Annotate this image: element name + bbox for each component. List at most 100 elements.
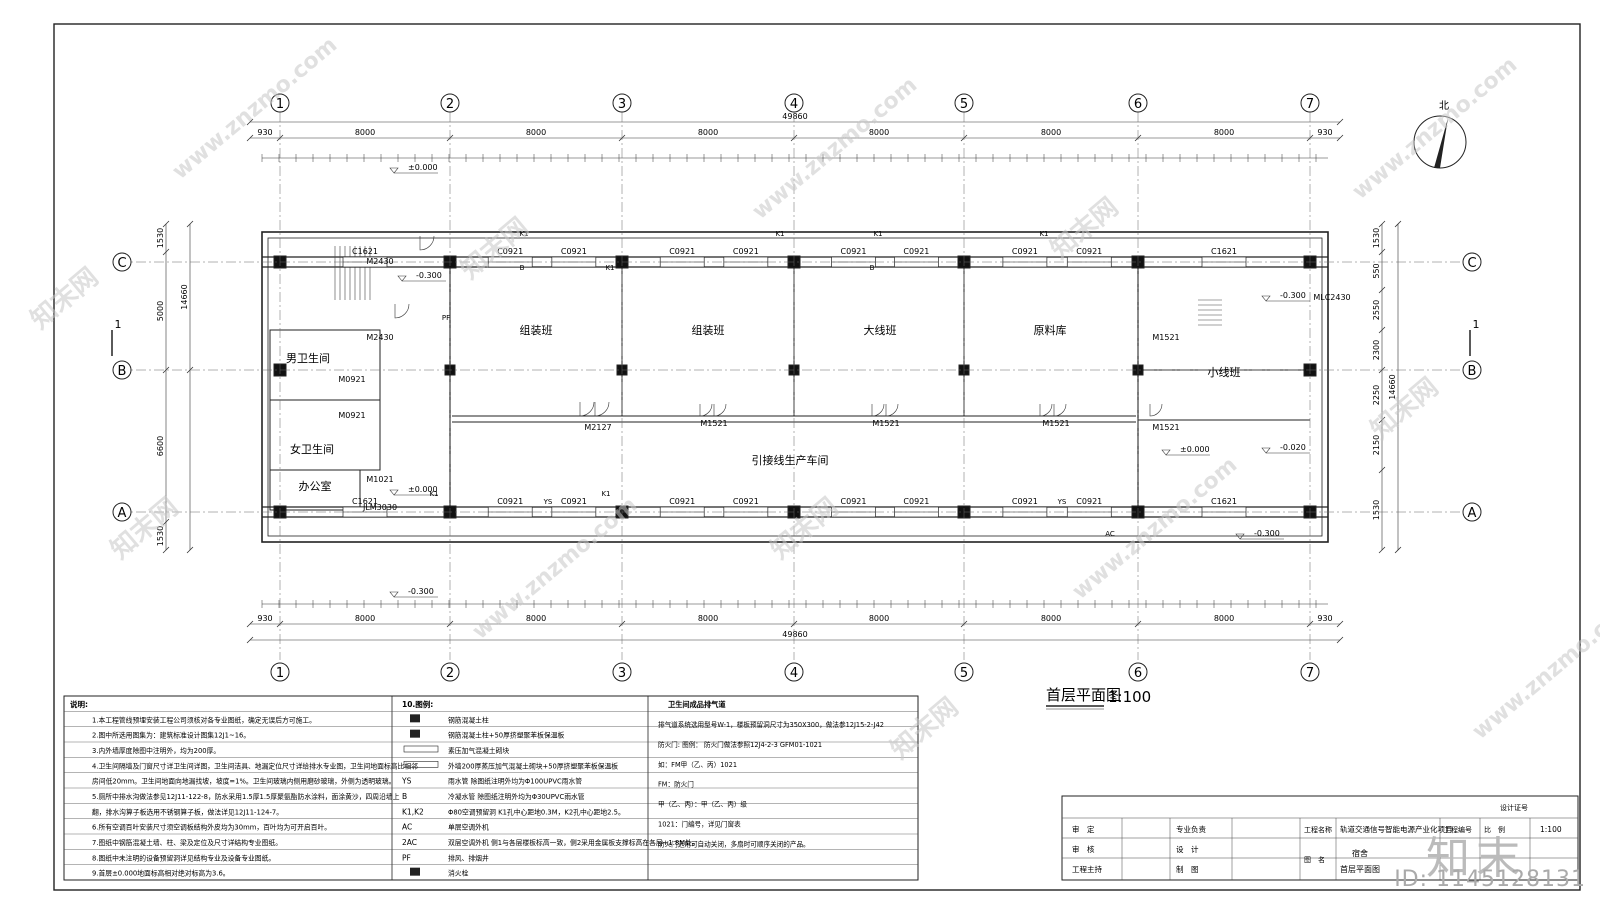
dim-text: 8000 bbox=[1214, 614, 1234, 623]
dim-text: 49860 bbox=[782, 630, 807, 639]
axis-letter: B bbox=[1468, 364, 1477, 379]
watermark-text: 知末网 bbox=[1365, 372, 1444, 445]
vent-item: FM：防火门 bbox=[658, 780, 694, 789]
legend-symbol: PF bbox=[402, 853, 411, 862]
equipment-tag: AC bbox=[1105, 530, 1115, 538]
axis-bubble bbox=[1300, 662, 1320, 682]
watermark-text: www.znzmo.com bbox=[1348, 53, 1522, 205]
level-mark bbox=[1261, 447, 1310, 454]
inner-wall-line bbox=[267, 237, 1323, 537]
axis-bubble bbox=[784, 662, 804, 682]
door-label: M2430 bbox=[366, 333, 393, 342]
axis-number: 2 bbox=[446, 666, 454, 681]
room-label: 组装班 bbox=[520, 323, 553, 337]
door-swing bbox=[594, 401, 610, 417]
door-swing bbox=[871, 403, 885, 417]
dim-text: 8000 bbox=[1041, 614, 1061, 623]
room-label: 办公室 bbox=[299, 479, 332, 493]
window-label: C0921 bbox=[841, 497, 867, 506]
legend-swatch bbox=[403, 761, 439, 768]
window-label: C0921 bbox=[1012, 497, 1038, 506]
dim-text: 2300 bbox=[1372, 340, 1381, 360]
door-swing bbox=[1039, 403, 1053, 417]
dim-text: 2250 bbox=[1372, 385, 1381, 405]
legend-text: 素压加气混凝土砌块 bbox=[448, 746, 509, 755]
watermark-text: 知末网 bbox=[765, 492, 844, 565]
dim-tick bbox=[246, 134, 254, 142]
dim-tick bbox=[162, 546, 170, 554]
room-label: 大线班 bbox=[864, 323, 897, 337]
axis-bubble bbox=[440, 662, 460, 682]
level-value: ±0.000 bbox=[408, 485, 438, 494]
legend-text: 双层空调外机 侧1与各层楼板标高一致，侧2采用金属板支撑标高在各层+1.8M处。 bbox=[448, 838, 699, 847]
window-label: C1621 bbox=[352, 497, 378, 506]
window-label: C0921 bbox=[561, 247, 587, 256]
equipment-tag: K1 bbox=[429, 490, 438, 498]
axis-number: 5 bbox=[960, 97, 968, 112]
window-label: C1621 bbox=[1211, 247, 1237, 256]
legend-text: 雨水管 除图纸注明外均为Φ100UPVC雨水管 bbox=[448, 777, 582, 786]
axis-bubble bbox=[1128, 662, 1148, 682]
watermark-id: ID: 1145128131 bbox=[1394, 867, 1586, 892]
legend-text: 单层空调外机 bbox=[448, 823, 489, 832]
axis-number: 7 bbox=[1306, 97, 1314, 112]
dim-tick bbox=[246, 620, 254, 628]
dim-text: 49860 bbox=[782, 112, 807, 121]
dim-text: 8000 bbox=[698, 614, 718, 623]
room-label: 女卫生间 bbox=[290, 442, 334, 456]
vent-item: 甲（乙、丙）：甲（乙、丙）级 bbox=[658, 800, 747, 809]
dim-tick bbox=[1336, 620, 1344, 628]
level-mark bbox=[389, 489, 438, 496]
window-label: C0921 bbox=[561, 497, 587, 506]
axis-bubble bbox=[112, 502, 132, 522]
door-swing bbox=[579, 401, 595, 417]
notes-heading: 说明: bbox=[70, 699, 88, 709]
dim-text: 1530 bbox=[156, 526, 165, 546]
window-label: C0921 bbox=[669, 497, 695, 506]
room-label: 男卫生间 bbox=[286, 351, 330, 365]
legend-symbol: K1,K2 bbox=[402, 807, 424, 816]
tb-sheet-label: 设计证号 bbox=[1500, 803, 1528, 812]
dim-tick bbox=[186, 220, 194, 228]
dim-text: 8000 bbox=[1041, 128, 1061, 137]
axis-number: 1 bbox=[276, 666, 284, 681]
dim-tick bbox=[1336, 134, 1344, 142]
dim-text: 1530 bbox=[1372, 228, 1381, 248]
note-item: 4.卫生间隔墙及门窗尺寸详卫生间详图，卫生间洁具、地漏定位尺寸详给排水专业图，卫… bbox=[92, 761, 418, 770]
door-label: MLC2430 bbox=[1313, 293, 1350, 302]
level-mark bbox=[397, 275, 446, 282]
legend-swatch bbox=[410, 729, 420, 738]
dim-text: 8000 bbox=[1214, 128, 1234, 137]
note-item: 1.本工程管线预埋安装工程公司须核对各专业图纸，确定无误后方可施工。 bbox=[92, 715, 316, 724]
dim-text: 1530 bbox=[1372, 500, 1381, 520]
window-label: C0921 bbox=[1012, 247, 1038, 256]
equipment-tag: K1 bbox=[601, 490, 610, 498]
window-label: C0921 bbox=[733, 497, 759, 506]
tb-drawing-label: 图 名 bbox=[1304, 855, 1325, 864]
axis-number: 5 bbox=[960, 666, 968, 681]
dim-text: 930 bbox=[257, 128, 272, 137]
door-label: M0921 bbox=[338, 375, 365, 384]
watermark-text: 知末网 bbox=[25, 262, 104, 335]
door-swing bbox=[713, 403, 727, 417]
axis-bubble bbox=[1462, 252, 1482, 272]
dim-text: 5000 bbox=[156, 301, 165, 321]
plan-labels: C1621C1621C0921C0921C0921C0921C0921C0921… bbox=[286, 163, 1351, 598]
equipment-tag: YS bbox=[543, 498, 553, 506]
section-mark-label: 1 bbox=[1473, 318, 1480, 331]
note-item: 7.图纸中钢筋混凝土墙、柱、梁及定位及尺寸详结构专业图纸。 bbox=[92, 838, 282, 847]
dim-text: 8000 bbox=[355, 614, 375, 623]
vent-heading: 卫生间成品排气道 bbox=[668, 700, 726, 709]
title-block: 审 定审 核工程主持专业负责设 计制 图工程名称轨道交通信号智能电源产业化项目工… bbox=[1061, 795, 1579, 881]
window-label: C0921 bbox=[1076, 497, 1102, 506]
legend-swatch bbox=[410, 714, 420, 723]
north-label: 北 bbox=[1439, 100, 1449, 112]
axis-bubble bbox=[112, 252, 132, 272]
legend-symbol: B bbox=[402, 792, 407, 801]
north-arrow-icon: 北 bbox=[1413, 100, 1467, 169]
dim-tick bbox=[1378, 286, 1386, 294]
note-item: 9.首层±0.000地面标高相对绝对标高为3.6。 bbox=[92, 869, 230, 878]
window-label: C0921 bbox=[669, 247, 695, 256]
dim-text: 2550 bbox=[1372, 300, 1381, 320]
equipment-tag: K1 bbox=[605, 264, 614, 272]
